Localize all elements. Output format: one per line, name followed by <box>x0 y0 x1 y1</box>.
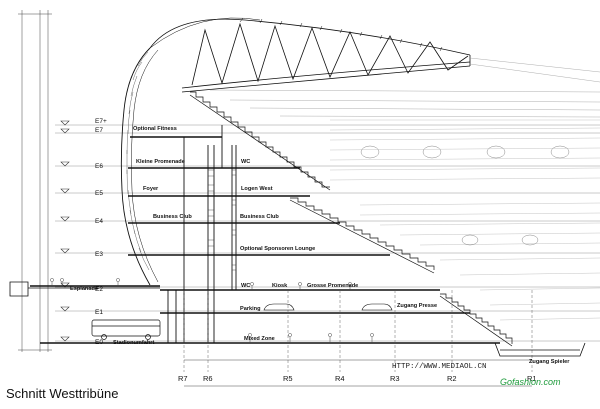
room-wc-lower: WC <box>241 283 250 289</box>
axis-label-r7: R7 <box>178 374 188 383</box>
axis-dimension-line <box>184 359 532 387</box>
room-sponsoren-lounge: Optional Sponsoren Lounge <box>240 246 315 252</box>
background-portals <box>360 145 570 246</box>
middle-tier-seating <box>289 197 435 274</box>
room-mixed-zone: Mixed Zone <box>244 336 275 342</box>
level-label-e7plus: E7+ <box>95 118 107 125</box>
car-outlines <box>263 303 393 311</box>
axis-label-r2: R2 <box>447 374 457 383</box>
level-label-e5: E5 <box>95 190 103 197</box>
level-label-e1: E1 <box>95 309 103 316</box>
roof-sheets <box>209 57 600 118</box>
core-walls <box>167 125 237 343</box>
room-esplanade: Esplanade <box>70 286 98 292</box>
room-grosse-promenade: Grosse Promenade <box>307 283 358 289</box>
level-lines <box>55 124 600 342</box>
axis-label-r1: R1 <box>527 374 537 383</box>
bus-outline <box>91 319 161 340</box>
axis-label-r3: R3 <box>390 374 400 383</box>
upper-tier-seating <box>189 91 331 191</box>
core-hatching <box>207 169 237 271</box>
room-stadionumfahrt: Stadionumfahrt <box>113 340 154 346</box>
room-logen-west: Logen West <box>241 186 273 192</box>
facade-skin <box>120 47 159 286</box>
room-zugang-spieler: Zugang Spieler <box>529 359 570 365</box>
room-optional-fitness: Optional Fitness <box>133 126 177 132</box>
axis-label-r4: R4 <box>335 374 345 383</box>
drawing-title: Schnitt Westtribüne <box>6 386 118 401</box>
facade-pillows <box>126 51 150 271</box>
room-kleine-promenade: Kleine Promenade <box>136 159 185 165</box>
level-label-e4: E4 <box>95 218 103 225</box>
esplanade-ramp <box>9 281 160 297</box>
roof-structure <box>149 17 471 93</box>
floor-slabs <box>30 136 500 344</box>
background-stands <box>329 119 600 321</box>
level-markers <box>60 120 70 342</box>
watermark-url: HTTP://WWW.MEDIAOL.CN <box>392 363 487 371</box>
room-wc-upper: WC <box>241 159 250 165</box>
room-kiosk: Kiosk <box>272 283 288 289</box>
watermark-brand: Gofashion.com <box>500 377 561 387</box>
room-business-club-left: Business Club <box>153 214 192 220</box>
grid-axis-lines <box>183 290 533 372</box>
axis-label-r5: R5 <box>283 374 293 383</box>
level-label-e7: E7 <box>95 127 103 134</box>
crowd-figures <box>50 278 374 343</box>
axis-label-r6: R6 <box>203 374 213 383</box>
room-foyer: Foyer <box>143 186 159 192</box>
player-tunnel <box>494 342 586 357</box>
room-parking: Parking <box>240 306 261 312</box>
level-label-e3: E3 <box>95 251 103 258</box>
room-zugang-presse: Zugang Presse <box>397 303 437 309</box>
dimension-lines <box>18 10 52 352</box>
level-label-e6: E6 <box>95 163 103 170</box>
room-business-club-right: Business Club <box>240 214 279 220</box>
level-label-e2: E2 <box>95 286 103 293</box>
